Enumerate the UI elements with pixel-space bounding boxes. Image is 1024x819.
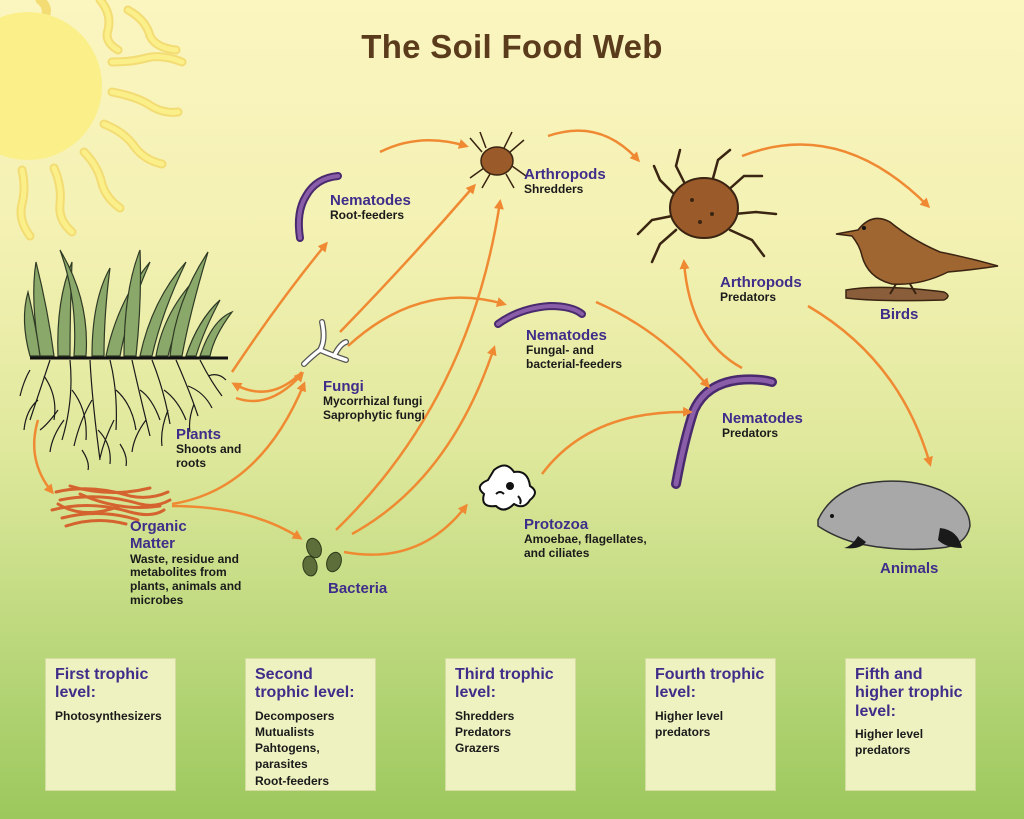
trophic-level-box-4: Fourth trophic level: Higher level preda… (645, 658, 776, 791)
trophic-level-box-3: Third trophic level: Shredders Predators… (445, 658, 576, 791)
organic-matter-icon (50, 484, 172, 528)
arrows (32, 129, 933, 556)
label-bacteria: Bacteria (328, 580, 387, 597)
trophic-level-title: Third trophic level: (455, 666, 554, 702)
label-arthropods-shredders-sub: Shredders (524, 182, 584, 197)
label-arthropods-shredders-name: Arthropods (524, 166, 606, 183)
label-nematodes-root-feeders: Nematodes Root-feeders (330, 192, 411, 223)
label-protozoa: Protozoa Amoebae, flagellates, and cilia… (524, 516, 647, 561)
protozoa-icon (478, 464, 536, 511)
mite-icon (636, 148, 778, 264)
trophic-level-desc: Higher level predators (655, 708, 724, 739)
label-nematodes-root-sub: Root-feeders (330, 208, 405, 223)
label-animals: Animals (880, 560, 938, 577)
label-nematodes-root-name: Nematodes (330, 192, 411, 209)
trophic-level-title: Fifth and higher trophic level: (855, 666, 963, 720)
trophic-level-title: Fourth trophic level: (655, 666, 765, 702)
label-nematodes-predators: Nematodes Predators (722, 410, 803, 441)
label-plants-name: Plants (176, 426, 222, 443)
label-plants-sub: Shoots and roots (176, 442, 242, 471)
trophic-level-box-2: Second trophic level: Decomposers Mutual… (245, 658, 376, 791)
mite-icon (469, 131, 527, 189)
label-fungi-sub: Mycorrhizal fungi Saprophytic fungi (323, 394, 425, 423)
bird-icon (835, 217, 999, 302)
trophic-level-box-1: First trophic level: Photosynthesizers (45, 658, 176, 791)
label-organic-matter-name: Organic Matter (130, 518, 187, 553)
bacteria-icon (302, 537, 342, 577)
label-arthropods-predators-sub: Predators (720, 290, 777, 305)
diagram-title: The Soil Food Web (361, 28, 663, 65)
label-arthropods-predators: Arthropods Predators (720, 274, 802, 305)
label-organic-matter: Organic Matter Waste, residue and metabo… (130, 518, 241, 608)
label-protozoa-sub: Amoebae, flagellates, and ciliates (524, 532, 647, 561)
grass-roots-icon (19, 249, 234, 471)
trophic-level-title: Second trophic level: (255, 666, 355, 702)
label-birds: Birds (880, 306, 918, 323)
label-nematodes-fungal-name: Nematodes (526, 327, 607, 344)
trophic-level-desc: Shredders Predators Grazers (455, 708, 515, 756)
sun-icon (0, 0, 187, 241)
label-fungi-name: Fungi (323, 378, 364, 395)
trophic-level-title: First trophic level: (55, 666, 149, 702)
label-arthropods-predators-name: Arthropods (720, 274, 802, 291)
label-protozoa-name: Protozoa (524, 516, 589, 533)
label-animals-name: Animals (880, 560, 939, 577)
label-nematodes-predators-sub: Predators (722, 426, 779, 441)
fungi-icon (301, 319, 349, 367)
trophic-level-desc: Photosynthesizers (55, 708, 162, 723)
label-nematodes-fungal-sub: Fungal- and bacterial-feeders (526, 343, 623, 372)
trophic-level-desc: Decomposers Mutualists Pahtogens, parasi… (255, 708, 335, 788)
label-plants: Plants Shoots and roots (176, 426, 241, 471)
label-bacteria-name: Bacteria (328, 580, 388, 597)
label-nematodes-fungal-feeders: Nematodes Fungal- and bacterial-feeders (526, 327, 622, 372)
label-fungi: Fungi Mycorrhizal fungi Saprophytic fung… (323, 378, 425, 423)
label-birds-name: Birds (880, 306, 919, 323)
label-nematodes-predators-name: Nematodes (722, 410, 803, 427)
trophic-level-box-5: Fifth and higher trophic level: Higher l… (845, 658, 976, 791)
label-organic-matter-sub: Waste, residue and metabolites from plan… (130, 551, 242, 607)
trophic-level-desc: Higher level predators (855, 727, 924, 758)
label-arthropods-shredders: Arthropods Shredders (524, 166, 606, 197)
mole-icon (817, 480, 971, 551)
